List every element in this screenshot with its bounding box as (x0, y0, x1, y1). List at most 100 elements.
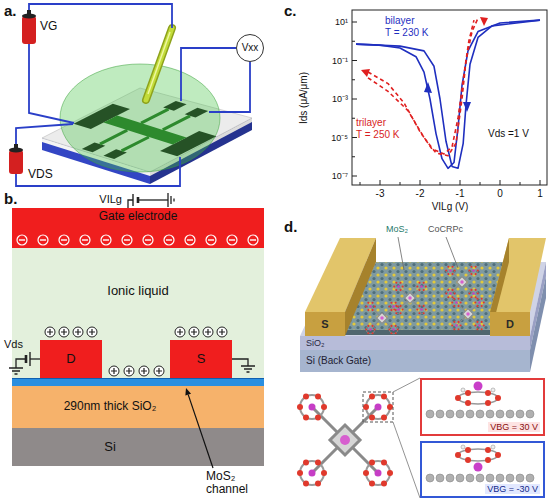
charge-symbols-part (203, 327, 213, 337)
charge-symbols-part (17, 235, 27, 245)
charge-symbols-part (175, 327, 185, 337)
charge-symbols-part (59, 327, 69, 337)
drain-pad: D (490, 312, 530, 336)
charge-symbols-part (185, 235, 195, 245)
voltage-label: Vds (4, 338, 23, 351)
side-view-molecule-part-part (465, 390, 471, 396)
panel-letter: c. (284, 2, 297, 19)
charge-symbols-part (122, 235, 132, 245)
side-view-molecule-part-part (446, 410, 454, 418)
zoom-panel: VBG = 30 V (420, 378, 545, 436)
side-view-molecule-part-part (485, 400, 491, 406)
sweep-arrows (361, 17, 488, 112)
cross-section-part (12, 428, 264, 466)
side-view-molecule-part-part (426, 474, 434, 482)
circuit-wires-part (29, 352, 30, 366)
side-view-molecule-part-part (496, 474, 504, 482)
circuit-wires-part (138, 199, 168, 200)
circuit-wires-part (30, 358, 40, 359)
circuit-wires (9, 193, 255, 374)
tick-label: 10⁻⁵ (331, 132, 348, 142)
side-view-molecule-part-part (466, 410, 474, 418)
node-text: Vxx (242, 42, 259, 54)
back-gate-slab: Si (Back Gate) (300, 350, 530, 372)
side-view-molecule-part (491, 388, 495, 392)
charge-symbols-part (248, 235, 258, 245)
device-3d-fet-part (490, 312, 530, 336)
side-view-molecule-part-part (466, 474, 474, 482)
gate-needle-part (146, 28, 172, 100)
silicon-substrate: Si (12, 428, 264, 466)
voltage-label: VILg (99, 193, 122, 206)
side-view-molecule-part-part (506, 474, 514, 482)
part-label: MoS₂ channel (206, 470, 266, 496)
leader-line-part (398, 237, 404, 270)
node-text: 290nm thick SiO₂ (64, 400, 157, 414)
series-label: T = 230 K (385, 27, 428, 39)
charge-symbols-part (87, 327, 97, 337)
charge-symbols-part (143, 235, 153, 245)
gate-electrode-layer: Gate electrode (12, 208, 264, 248)
device-3d-fet-part (393, 282, 427, 314)
charge-symbols-part (59, 235, 69, 245)
panel-letter: d. (284, 218, 297, 235)
condition-label: Vds =1 V (488, 128, 529, 140)
node-text: SiO₂ (306, 338, 325, 348)
charge-symbols-part (206, 235, 216, 245)
battery-symbol-part (22, 14, 36, 19)
tick-label: 0 (497, 188, 503, 200)
circuit-wires-part (241, 366, 255, 372)
side-view-molecule-part-part (465, 400, 471, 406)
molecule-structure-part (393, 422, 420, 498)
voltage-label: VG (40, 20, 57, 34)
wires-part (16, 124, 73, 145)
side-view-molecule-part-part (476, 410, 484, 418)
leader-line-part (446, 237, 458, 268)
circuit-wires-part (9, 368, 23, 374)
device-3d-fet (300, 238, 546, 372)
side-view-molecule-part-part (526, 410, 534, 418)
node-text: D (66, 352, 75, 367)
voltmeter-circle: Vxx (236, 34, 264, 62)
battery-symbol (9, 10, 36, 174)
sweep-arrows-part (424, 82, 432, 93)
side-view-molecule-part-part (496, 410, 504, 418)
transfer-curves (356, 18, 540, 168)
axis-title: Ids (μA/μm) (298, 72, 310, 124)
wires-part (209, 62, 250, 112)
node-text: D (506, 318, 514, 331)
cross-section-part (12, 378, 264, 386)
ionic-liquid-layer: Ionic liquidDS (12, 248, 264, 378)
side-view-molecule-part (461, 388, 465, 392)
charge-symbols-part (164, 235, 174, 245)
chart-axes (352, 10, 547, 185)
chart-axes-part (352, 10, 547, 185)
oxide-slab: SiO₂ (300, 336, 530, 350)
side-view-molecule-part-part (486, 474, 494, 482)
molecule-structure-part (363, 392, 393, 422)
tick-label: -1 (456, 188, 465, 200)
sweep-arrows-part (463, 102, 471, 112)
circuit-wires-part (168, 193, 174, 207)
side-view-molecule-part (458, 392, 498, 404)
side-view-molecule-part (455, 447, 501, 463)
device-3d-part (60, 64, 220, 172)
side-view-molecule-part-part (456, 474, 464, 482)
cross-section-part (40, 340, 102, 378)
tick-label: 10¹ (335, 17, 348, 27)
drain-electrode: D (40, 340, 102, 378)
series-label: bilayer (385, 15, 414, 27)
side-view-molecule-part-part (446, 474, 454, 482)
charge-symbols-part (80, 235, 90, 245)
molecule-structure-part (393, 378, 420, 392)
part-label: CoCRPc (428, 224, 463, 234)
chart-axes-part (380, 180, 540, 185)
voltage-label: VDS (28, 168, 53, 182)
node-text: S (197, 352, 206, 367)
side-view-molecule-part (455, 390, 501, 406)
charge-symbols-part (227, 235, 237, 245)
charge-symbols (17, 235, 258, 376)
leader-arrow-part (185, 388, 191, 396)
